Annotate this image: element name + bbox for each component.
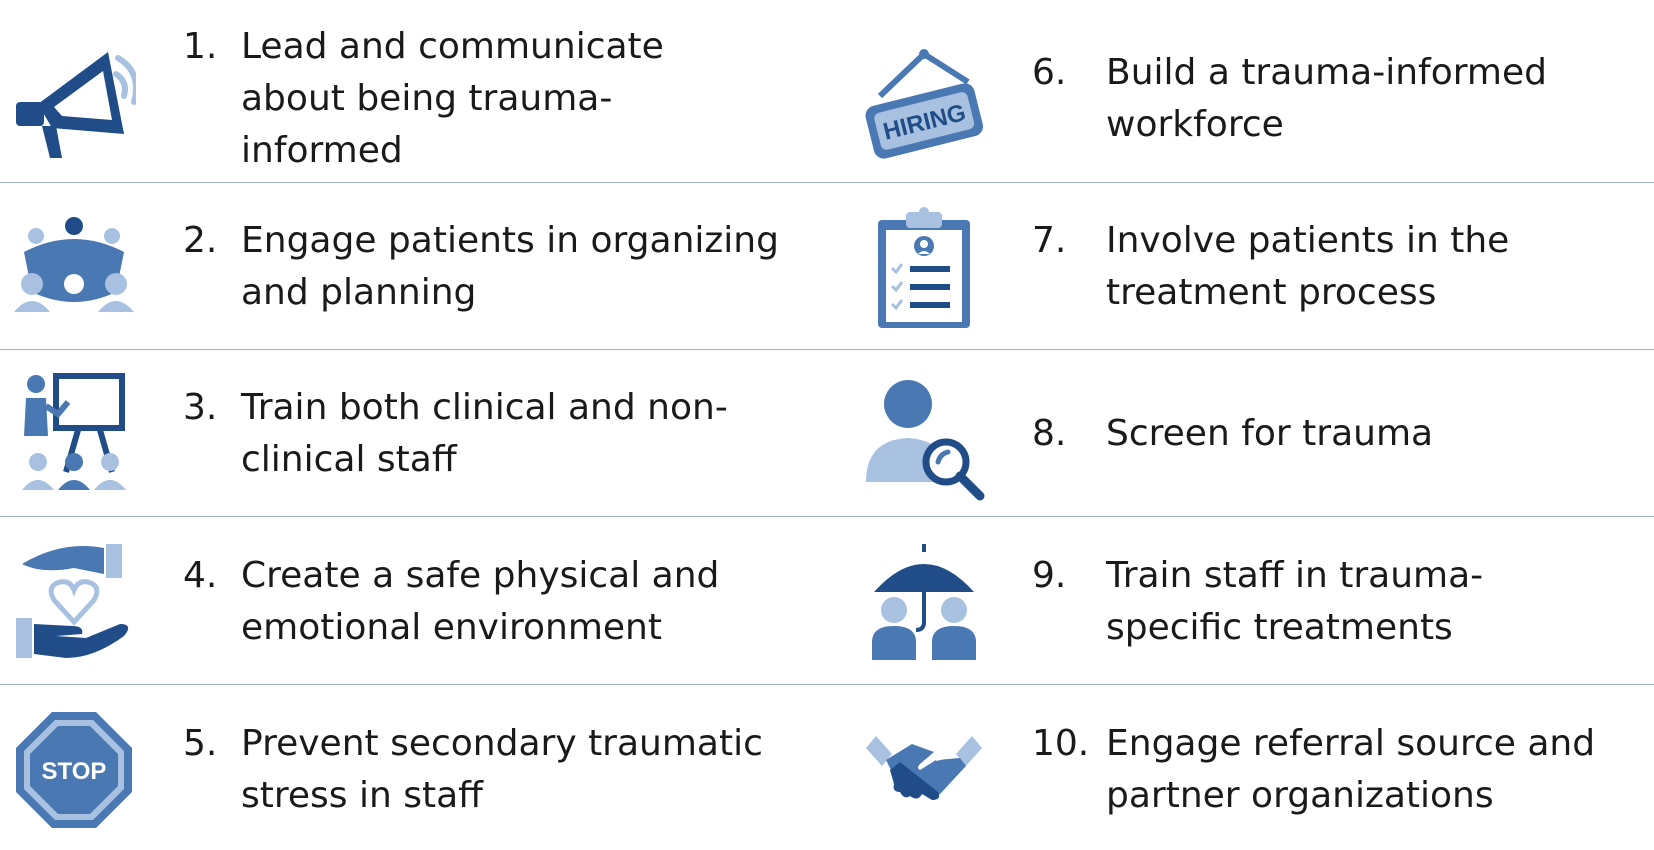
item-text-line: Engage patients in organizing <box>241 220 779 261</box>
item-text: Prevent secondary traumatic stress in st… <box>241 718 801 822</box>
meeting-table-icon <box>12 208 136 332</box>
item-number: 3. <box>183 387 218 428</box>
stop-sign-text: STOP <box>42 758 107 785</box>
megaphone-icon <box>12 36 136 160</box>
item-text-line: Train both clinical and non- <box>241 387 728 428</box>
item-number: 1. <box>183 26 218 67</box>
item-number: 8. <box>1032 413 1067 454</box>
item-text: Involve patients in the treatment proces… <box>1106 215 1646 319</box>
item-number: 9. <box>1032 555 1067 596</box>
row-divider <box>0 349 1654 350</box>
item-text-line: Involve patients in the <box>1106 220 1510 261</box>
item-text-line: Create a safe physical and <box>241 555 720 596</box>
item-number: 10. <box>1032 723 1090 764</box>
item-text: Engage patients in organizing and planni… <box>241 215 801 319</box>
hiring-sign-icon: HIRING <box>862 44 986 168</box>
item-text-line: clinical staff <box>241 439 457 480</box>
item-text-line: Lead and communicate <box>241 26 664 67</box>
item-text-line: about being trauma- <box>241 78 613 119</box>
item-text: Engage referral source and partner organ… <box>1106 718 1646 822</box>
item-text-line: treatment process <box>1106 272 1437 313</box>
item-number: 2. <box>183 220 218 261</box>
item-text-line: and planning <box>241 272 477 313</box>
item-text-line: stress in staff <box>241 775 483 816</box>
umbrella-people-icon <box>862 540 986 664</box>
item-number: 5. <box>183 723 218 764</box>
stop-sign-icon: STOP <box>12 708 136 832</box>
item-text-line: Prevent secondary traumatic <box>241 723 763 764</box>
item-text: Train both clinical and non- clinical st… <box>241 382 801 486</box>
item-text-line: informed <box>241 130 403 171</box>
item-text-line: emotional environment <box>241 607 662 648</box>
item-text: Screen for trauma <box>1106 408 1646 460</box>
person-magnifier-icon <box>862 378 986 502</box>
item-text: Lead and communicate about being trauma-… <box>241 21 801 177</box>
row-divider <box>0 516 1654 517</box>
item-text-line: Engage referral source and <box>1106 723 1596 764</box>
item-number: 6. <box>1032 52 1067 93</box>
item-text: Build a trauma-informed workforce <box>1106 47 1646 151</box>
item-number: 7. <box>1032 220 1067 261</box>
item-text-line: Train staff in trauma- <box>1106 555 1484 596</box>
handshake-icon <box>862 708 986 832</box>
item-text-line: workforce <box>1106 104 1284 145</box>
hands-heart-icon <box>12 540 136 664</box>
row-divider <box>0 182 1654 183</box>
item-number: 4. <box>183 555 218 596</box>
item-text-line: Screen for trauma <box>1106 413 1434 454</box>
item-text-line: Build a trauma-informed <box>1106 52 1547 93</box>
item-text-line: partner organizations <box>1106 775 1494 816</box>
item-text-line: specific treatments <box>1106 607 1453 648</box>
presentation-board-icon <box>12 372 136 496</box>
item-text: Create a safe physical and emotional env… <box>241 550 801 654</box>
item-text: Train staff in trauma- specific treatmen… <box>1106 550 1646 654</box>
clipboard-checklist-icon <box>862 206 986 330</box>
row-divider <box>0 684 1654 685</box>
